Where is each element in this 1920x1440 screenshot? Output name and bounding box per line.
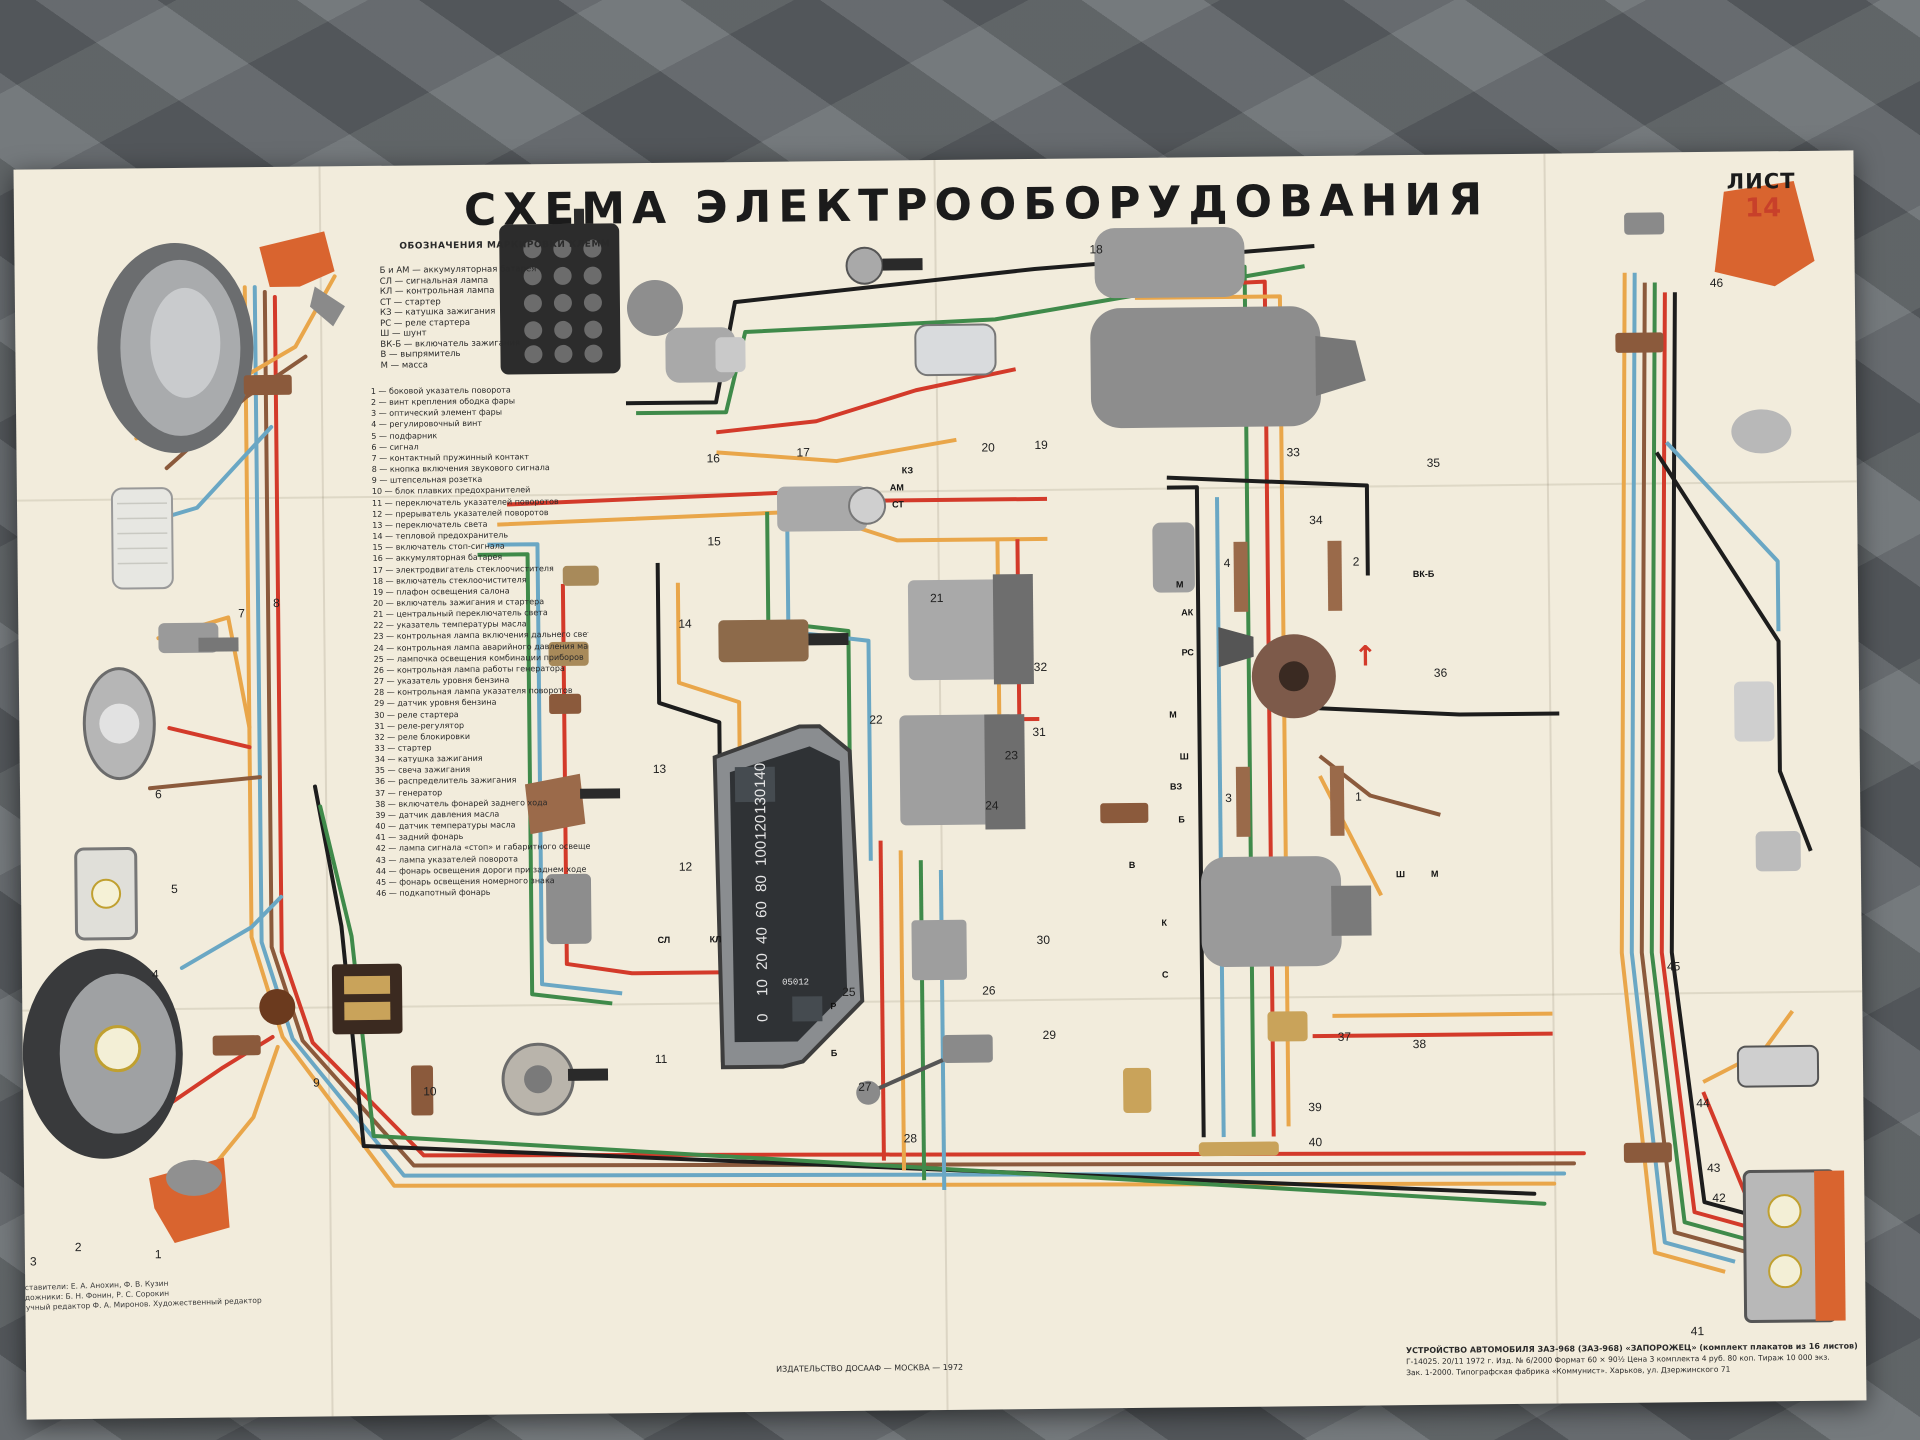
poster-title: Схема электрооборудования <box>463 174 1490 236</box>
speed-tick: 130 <box>752 789 769 814</box>
callout-24: 24 <box>985 798 999 812</box>
callout-4: 4 <box>152 967 159 981</box>
callout-11: 11 <box>655 1052 668 1066</box>
plug-number: 1 <box>1355 790 1362 804</box>
speed-tick: 20 <box>754 953 771 970</box>
speed-tick: 10 <box>754 979 771 996</box>
callout-44: 44 <box>1696 1096 1710 1110</box>
callout-39: 39 <box>1308 1100 1322 1114</box>
headlamp-top <box>97 242 254 453</box>
callout-29: 29 <box>1043 1028 1057 1042</box>
terminal-mark: К <box>1161 918 1167 928</box>
callout-23: 23 <box>1005 748 1019 762</box>
sheet-label: ЛИСТ <box>1726 169 1796 194</box>
terminal-mark: КЗ <box>902 465 914 475</box>
callout-20: 20 <box>981 440 995 454</box>
terminal-mark: М <box>1176 579 1184 589</box>
callout-19: 19 <box>1034 438 1048 452</box>
legend-item: 11 — переключатель указателей поворотов <box>371 496 559 508</box>
terminal-mark: ВК-Б <box>1413 569 1435 579</box>
terminal-mark: М <box>1431 869 1439 879</box>
terminal-mark: Ш <box>1180 751 1189 761</box>
odometer-readout: 05012 <box>782 977 809 987</box>
callout-30: 30 <box>1037 933 1051 947</box>
callout-41: 41 <box>1691 1324 1705 1338</box>
colophon: УСТРОЙСТВО АВТОМОБИЛЯ ЗАЗ-968 (ЗАЗ-968) … <box>1406 1341 1858 1379</box>
terminal-mark: Ш <box>1396 869 1405 879</box>
callout-10: 10 <box>423 1084 437 1098</box>
callout-45: 45 <box>1667 959 1681 973</box>
terminal-mark: РС <box>1182 647 1195 657</box>
terminal-mark: ВЗ <box>1170 781 1182 791</box>
speed-tick: 60 <box>753 901 770 918</box>
speed-tick: 100 <box>753 841 770 866</box>
callout-42: 42 <box>1712 1191 1726 1205</box>
callout-3: 3 <box>30 1254 37 1268</box>
callout-27: 27 <box>858 1080 872 1094</box>
sheet-number: 14 <box>1744 193 1782 224</box>
rotation-arrow: ↑ <box>1354 639 1378 672</box>
terminal-mark: СТ <box>892 499 904 509</box>
callout-34: 34 <box>1309 513 1323 527</box>
terminal-mark: М <box>1169 710 1177 720</box>
terminal-mark: АМ <box>890 482 904 492</box>
callout-7: 7 <box>238 606 245 620</box>
callout-28: 28 <box>904 1131 918 1145</box>
callout-31: 31 <box>1032 725 1046 739</box>
wiring-poster: КЗ АМ СТ М АК РС М Ш ВЗ Б В К С ВК-Б Ш М… <box>13 150 1867 1420</box>
speed-tick: 0 <box>754 1013 771 1022</box>
callout-21: 21 <box>930 591 944 605</box>
callout-2: 2 <box>75 1240 82 1254</box>
callout-17: 17 <box>796 445 810 459</box>
callout-38: 38 <box>1413 1037 1427 1051</box>
callout-12: 12 <box>679 860 693 874</box>
plug-number: 2 <box>1353 555 1360 569</box>
terminal-mark: КЛ <box>710 934 722 944</box>
terminal-mark: СЛ <box>658 935 671 945</box>
callout-13: 13 <box>653 762 667 776</box>
callout-33: 33 <box>1286 445 1300 459</box>
instrument-cluster <box>712 724 865 1070</box>
callout-32: 32 <box>1034 660 1048 674</box>
callout-35: 35 <box>1427 456 1441 470</box>
callout-22: 22 <box>869 713 883 727</box>
terminal-mark: В <box>1129 860 1136 870</box>
terminal-mark: Р <box>830 1001 836 1011</box>
speed-tick: 80 <box>753 875 770 892</box>
callout-6: 6 <box>155 787 162 801</box>
callout-36: 36 <box>1434 666 1448 680</box>
callout-18: 18 <box>1089 242 1103 256</box>
legend-item: 46 — подкапотный фонарь <box>376 887 491 898</box>
plug-number: 4 <box>1224 556 1231 570</box>
terminal-mark: Б <box>1178 814 1185 824</box>
callout-15: 15 <box>707 534 721 548</box>
terminal-mark: С <box>1162 970 1169 980</box>
callout-5: 5 <box>171 882 178 896</box>
callout-1: 1 <box>155 1247 162 1261</box>
callout-40: 40 <box>1309 1135 1323 1149</box>
callout-46: 46 <box>1710 276 1724 290</box>
callout-8: 8 <box>273 596 280 610</box>
wiring-diagram: КЗ АМ СТ М АК РС М Ш ВЗ Б В К С ВК-Б Ш М… <box>22 181 1846 1338</box>
callout-25: 25 <box>842 985 856 999</box>
speed-tick: 140 <box>752 763 769 788</box>
legend-item: 42 — лампа сигнала «стоп» и габаритного … <box>375 841 591 854</box>
speed-tick: 40 <box>753 927 770 944</box>
callout-14: 14 <box>678 617 692 631</box>
terminal-mark: АК <box>1181 607 1194 617</box>
speed-tick: 120 <box>752 815 769 840</box>
callout-43: 43 <box>1707 1161 1721 1175</box>
callout-16: 16 <box>706 451 720 465</box>
plug-number: 3 <box>1225 791 1232 805</box>
callout-37: 37 <box>1338 1030 1352 1044</box>
callout-9: 9 <box>313 1076 320 1090</box>
callout-26: 26 <box>982 983 996 997</box>
terminal-mark: Б <box>831 1048 838 1058</box>
